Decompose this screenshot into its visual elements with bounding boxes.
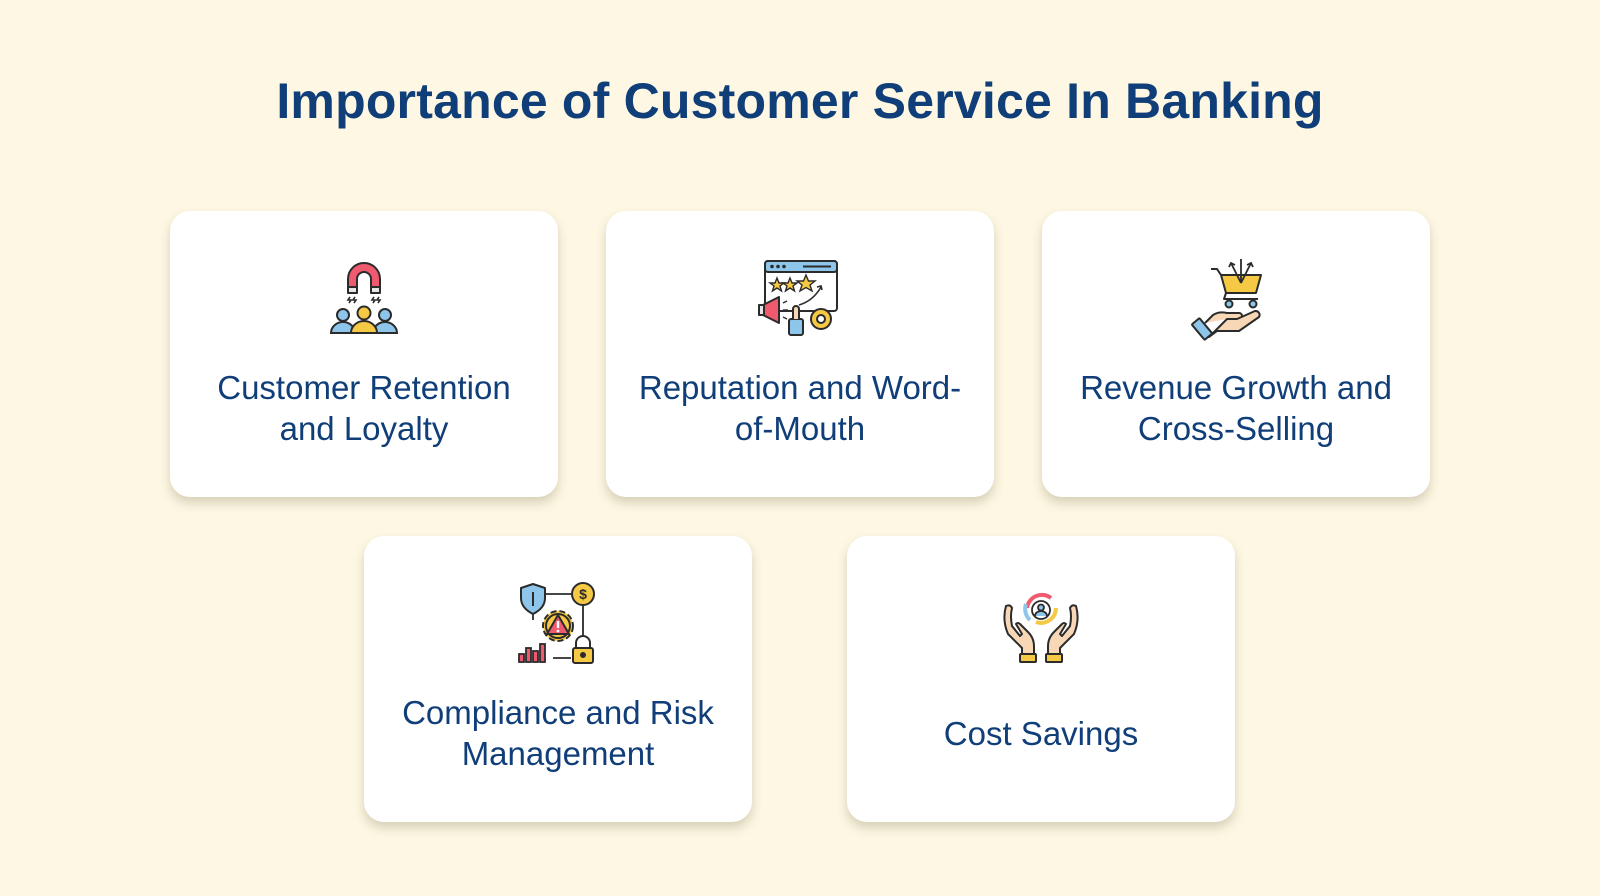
card-compliance-risk: $	[364, 536, 752, 822]
hands-cycle-icon	[996, 578, 1086, 668]
magnet-customers-icon	[319, 253, 409, 343]
svg-text:$: $	[579, 586, 587, 602]
hand-cart-icon	[1191, 253, 1281, 343]
card-label: Customer Retention and Loyalty	[217, 369, 511, 447]
card-label: Cost Savings	[943, 714, 1139, 752]
risk-gear-lock-icon: $	[513, 578, 603, 668]
card-cost-savings: Cost Savings	[847, 536, 1235, 822]
card-label: Revenue Growth and Cross-Selling	[1080, 369, 1392, 447]
card-customer-retention: Customer Retention and Loyalty	[170, 211, 558, 497]
card-reputation: Reputation and Word-of-Mouth	[606, 211, 994, 497]
card-label: Compliance and Risk Management	[402, 694, 714, 772]
rating-megaphone-icon	[755, 253, 845, 343]
card-label: Reputation and Word-of-Mouth	[638, 369, 962, 447]
card-revenue-growth: Revenue Growth and Cross-Selling	[1042, 211, 1430, 497]
page-title: Importance of Customer Service In Bankin…	[276, 73, 1324, 129]
